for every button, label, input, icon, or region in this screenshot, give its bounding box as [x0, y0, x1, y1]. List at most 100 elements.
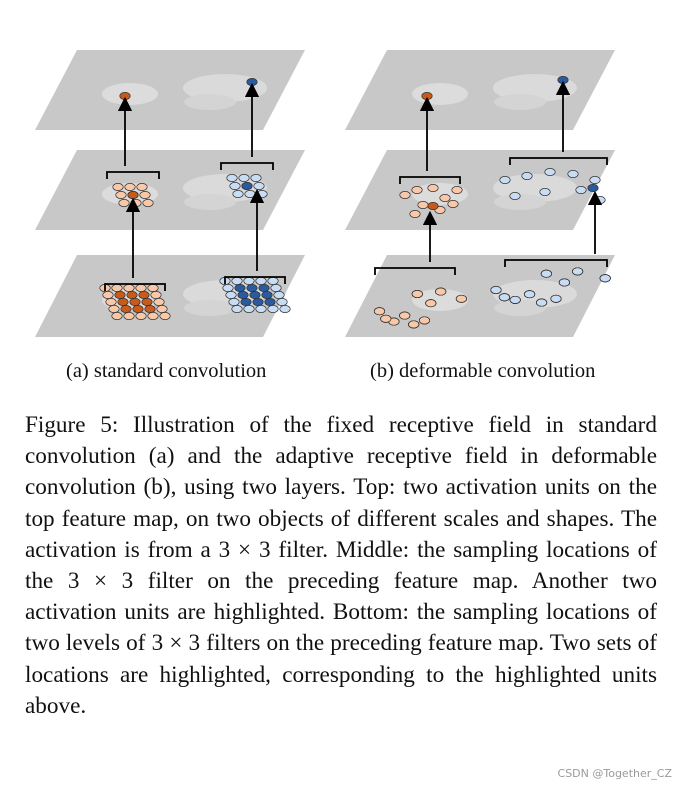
sampling-location — [373, 307, 386, 316]
sampling-location — [499, 176, 511, 184]
bracket — [374, 267, 456, 275]
lamb2-silhouette — [184, 94, 236, 110]
lamb-silhouette — [412, 83, 468, 105]
sampling-location — [544, 168, 556, 176]
sampling-location — [572, 267, 584, 276]
sampling-location — [411, 290, 423, 298]
sampling-location — [250, 174, 262, 182]
sampling-location — [524, 290, 536, 299]
bracket — [106, 171, 160, 179]
sampling-location — [599, 274, 611, 283]
figure — [35, 50, 615, 337]
plane-surface — [35, 50, 305, 130]
sampling-location — [558, 278, 570, 287]
sampling-location — [132, 305, 144, 313]
feature-map-illustration — [35, 50, 615, 337]
sampling-location — [114, 291, 126, 299]
sampling-location — [147, 312, 159, 320]
sampling-location — [105, 298, 117, 306]
sampling-location — [153, 298, 165, 306]
sampling-location — [509, 295, 521, 304]
bracket — [224, 276, 286, 284]
activation-unit — [421, 92, 433, 100]
sampling-location — [142, 199, 154, 207]
sampling-location — [408, 320, 420, 329]
sampling-location — [117, 298, 129, 306]
sampling-location — [261, 291, 273, 299]
sampling-location — [256, 190, 268, 198]
sampling-location — [118, 199, 130, 207]
sampling-location — [237, 291, 249, 299]
sampling-location — [273, 291, 285, 299]
sampling-location — [399, 311, 411, 320]
lamb2-silhouette — [184, 194, 236, 210]
sampling-location — [225, 291, 237, 299]
sampling-location — [567, 170, 579, 178]
sampling-location — [435, 287, 447, 296]
plane-surface — [35, 150, 305, 230]
subfigure-label-b: (b) deformable convolution — [370, 360, 596, 382]
bracket — [220, 162, 274, 170]
lamb-silhouette — [412, 289, 468, 311]
sampling-location — [123, 312, 135, 320]
activation-unit — [127, 191, 139, 199]
sampling-location — [451, 186, 463, 194]
activation-unit — [119, 92, 131, 100]
sampling-location — [141, 298, 153, 306]
sampling-location — [267, 305, 279, 313]
sampling-location — [231, 305, 243, 313]
sampling-location — [234, 284, 246, 292]
sampling-location — [258, 284, 270, 292]
sampling-location — [439, 194, 451, 202]
lamb2-silhouette — [494, 300, 546, 316]
sampling-location — [135, 284, 147, 292]
figure-caption: Figure 5: Illustration of the fixed rece… — [25, 410, 657, 722]
activation-unit — [241, 182, 253, 190]
activation-unit — [246, 78, 258, 86]
sampling-location — [490, 286, 502, 294]
sampling-location — [539, 188, 551, 196]
sampling-location — [270, 284, 282, 292]
sampling-location — [123, 284, 135, 292]
sampling-location — [124, 183, 136, 191]
lamb2-silhouette — [494, 194, 546, 210]
sampling-location — [255, 305, 267, 313]
watermark: CSDN @Together_CZ — [557, 767, 672, 780]
sampling-location — [112, 183, 124, 191]
sampling-location — [244, 190, 256, 198]
sampling-location — [409, 210, 421, 218]
sampling-location — [455, 294, 467, 303]
plane-surface — [345, 50, 615, 130]
bracket — [509, 157, 608, 165]
sampling-location — [138, 291, 150, 299]
bracket — [399, 176, 461, 184]
sampling-location — [536, 298, 548, 307]
sampling-location — [417, 201, 429, 209]
sampling-location — [411, 186, 423, 194]
sampling-location — [238, 174, 250, 182]
sampling-location — [246, 284, 258, 292]
sampling-location — [111, 284, 123, 292]
sampling-location — [243, 277, 255, 285]
sampling-location — [120, 305, 132, 313]
sampling-location — [249, 291, 261, 299]
plane-surface — [35, 255, 305, 337]
sampling-location — [135, 312, 147, 320]
sampling-location — [550, 294, 562, 303]
sampling-location — [380, 314, 392, 323]
sampling-location — [159, 312, 171, 320]
sampling-location — [540, 269, 552, 278]
sampling-location — [150, 291, 162, 299]
sampling-location — [232, 190, 244, 198]
sampling-location — [136, 183, 148, 191]
sampling-location — [399, 191, 411, 199]
sampling-location — [575, 186, 587, 194]
sampling-location — [115, 191, 127, 199]
sampling-location — [267, 277, 279, 285]
subfigure-label-a: (a) standard convolution — [66, 360, 267, 382]
sampling-location — [253, 182, 265, 190]
activation-unit — [557, 76, 569, 84]
sampling-location — [156, 305, 168, 313]
activation-unit — [427, 202, 439, 210]
sampling-location — [255, 277, 267, 285]
